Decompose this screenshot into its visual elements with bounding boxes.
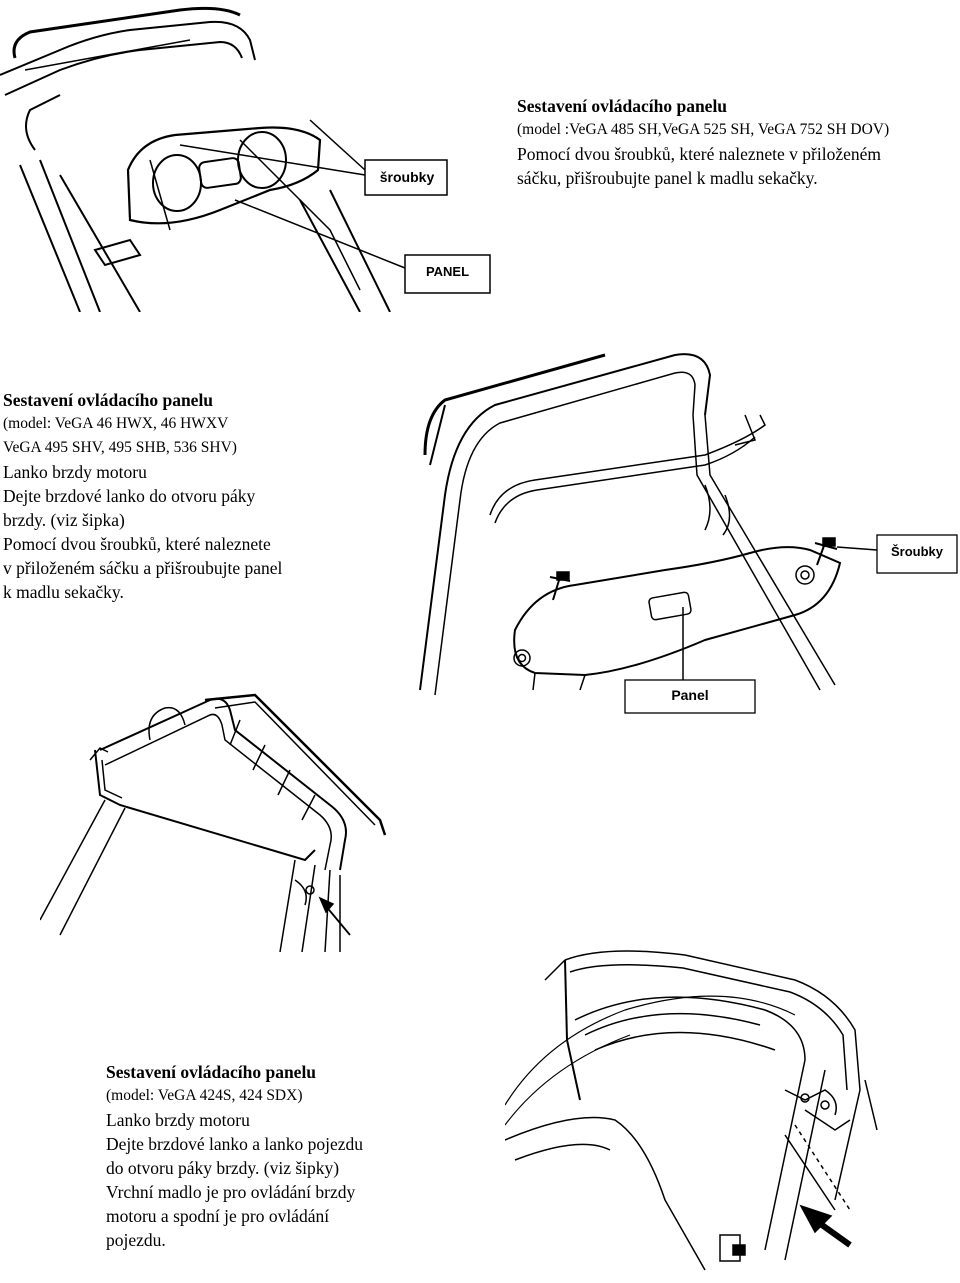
section-1-model: (model :VeGA 485 SH,VeGA 525 SH, VeGA 75… xyxy=(517,121,890,138)
figure-2-drawing xyxy=(419,353,958,714)
section-2-line: brzdy. (viz šipka) xyxy=(3,510,125,530)
figure-2-screws-label: Šroubky xyxy=(890,544,943,559)
figure-4-drawing xyxy=(505,950,878,1271)
section-2-line: k madlu sekačky. xyxy=(3,582,124,602)
figure-3-drawing xyxy=(40,693,387,952)
section-3-model: (model: VeGA 424S, 424 SDX) xyxy=(106,1087,303,1104)
section-2-model: VeGA 495 SHV, 495 SHB, 536 SHV) xyxy=(3,439,237,456)
section-2-text: Sestavení ovládacího panelu (model: VeGA… xyxy=(3,388,403,604)
section-1-text: Sestavení ovládacího panelu (model :VeGA… xyxy=(517,94,957,190)
section-3-title: Sestavení ovládacího panelu xyxy=(106,1062,317,1082)
section-1-line: sáčku, přišroubujte panel k madlu sekačk… xyxy=(517,168,818,188)
section-3-line: Vrchní madlo je pro ovládání brzdy xyxy=(106,1182,356,1202)
section-3-line: Lanko brzdy motoru xyxy=(106,1110,250,1130)
figure-2-panel-label: Panel xyxy=(671,687,709,703)
section-2-title: Sestavení ovládacího panelu xyxy=(3,390,214,410)
section-1-line: Pomocí dvou šroubků, které naleznete v p… xyxy=(517,144,881,164)
section-1-title: Sestavení ovládacího panelu xyxy=(517,96,728,116)
section-2-model: (model: VeGA 46 HWX, 46 HWXV xyxy=(3,415,229,432)
section-2-line: Pomocí dvou šroubků, které naleznete xyxy=(3,534,271,554)
figure-1-drawing xyxy=(0,6,491,312)
figure-2-panel-assembly: Šroubky Panel xyxy=(405,345,960,720)
section-3-line: do otvoru páky brzdy. (viz šipky) xyxy=(106,1158,340,1178)
figure-1-panel-assembly: šroubky PANEL xyxy=(0,0,500,312)
figure-1-screws-label: šroubky xyxy=(379,169,435,185)
section-3-line: motoru a spodní je pro ovládání xyxy=(106,1206,330,1226)
figure-1-panel-label: PANEL xyxy=(425,264,470,279)
figure-4-lower-handle xyxy=(505,940,960,1283)
section-3-line: Dejte brzdové lanko a lanko pojezdu xyxy=(106,1134,364,1154)
figure-3-brake-cable xyxy=(40,690,400,952)
section-2-line: v přiloženém sáčku a přišroubujte panel xyxy=(3,558,283,578)
section-3-text: Sestavení ovládacího panelu (model: VeGA… xyxy=(106,1060,526,1252)
section-2-line: Dejte brzdové lanko do otvoru páky xyxy=(3,486,256,506)
section-3-line: pojezdu. xyxy=(106,1230,166,1250)
section-2-line: Lanko brzdy motoru xyxy=(3,462,147,482)
